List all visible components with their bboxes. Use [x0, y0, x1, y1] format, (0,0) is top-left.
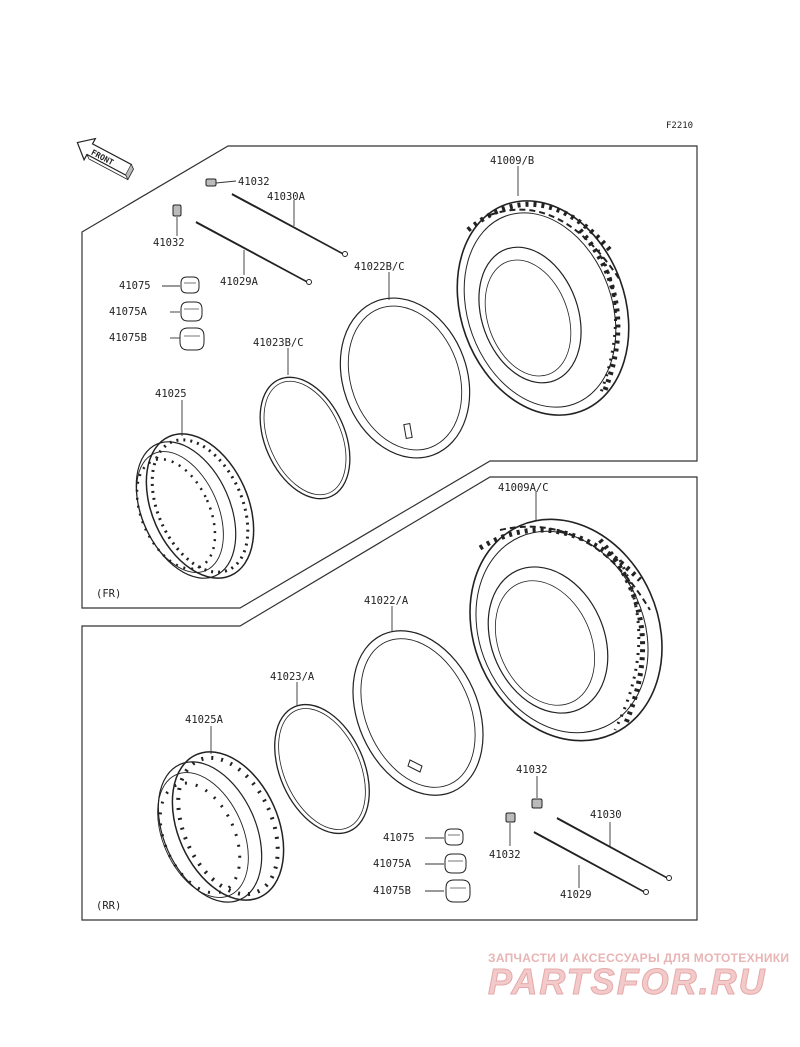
watermark-logo: PARTSFOR.RU [488, 961, 767, 1002]
rear-rim-band [274, 703, 370, 835]
label-41032-rear-left: 41032 [489, 849, 521, 861]
rear-weight-41075 [444, 828, 464, 846]
rear-valve-left [505, 812, 516, 823]
label-41032-front-left: 41032 [153, 237, 185, 249]
front-spoke-41030A [231, 192, 348, 257]
diagram-code: F2210 [666, 121, 693, 131]
front-valve-top [205, 178, 217, 187]
front-section-frame [81, 145, 698, 609]
rear-leader-lines [210, 491, 611, 892]
rear-inner-tube [352, 630, 484, 796]
label-41025A: 41025A [185, 714, 224, 726]
rear-spoke-41030 [556, 816, 672, 881]
front-tire [456, 200, 630, 416]
label-41075-front: 41075 [119, 280, 151, 292]
label-41029A: 41029A [220, 276, 259, 288]
front-rim-band [259, 376, 351, 500]
label-41075B-front: 41075B [109, 332, 147, 344]
label-41023BC: 41023B/C [253, 337, 304, 349]
label-41075A-front: 41075A [109, 306, 148, 318]
section-label-front: (FR) [96, 588, 121, 600]
rear-rim [157, 751, 285, 903]
label-41022A: 41022/A [364, 595, 409, 607]
front-leader-lines [162, 166, 519, 436]
label-41009AC: 41009A/C [498, 482, 549, 494]
label-41075-rear: 41075 [383, 832, 415, 844]
watermark-tagline: ЗАПЧАСТИ И АКСЕССУАРЫ ДЛЯ МОТОТЕХНИКИ [488, 951, 789, 965]
front-rim [135, 433, 255, 579]
rear-weight-41075A [444, 853, 467, 874]
front-valve-left [172, 204, 182, 217]
front-spoke-41029A [195, 220, 312, 285]
label-41075B-rear: 41075B [373, 885, 411, 897]
label-41030: 41030 [590, 809, 622, 821]
label-41075A-rear: 41075A [373, 858, 412, 870]
front-arrow-icon: FRONT [76, 137, 134, 181]
rear-spoke-41029 [533, 830, 649, 895]
label-41030A: 41030A [267, 191, 306, 203]
label-41029: 41029 [560, 889, 592, 901]
rear-weight-41075B [445, 879, 471, 903]
label-41032-front-top: 41032 [238, 176, 270, 188]
rear-valve-right [531, 798, 543, 809]
front-inner-tube [339, 297, 471, 459]
label-41022BC: 41022B/C [354, 261, 405, 273]
rear-tire [469, 518, 663, 742]
label-41009B: 41009/B [490, 155, 534, 167]
section-label-rear: (RR) [96, 900, 121, 912]
front-weight-41075A [180, 301, 203, 322]
label-41023A: 41023/A [270, 671, 315, 683]
front-weight-41075B [179, 327, 205, 351]
label-41025: 41025 [155, 388, 187, 400]
front-weight-41075 [180, 276, 200, 294]
label-41032-rear-right: 41032 [516, 764, 548, 776]
rear-section-frame [81, 476, 698, 921]
